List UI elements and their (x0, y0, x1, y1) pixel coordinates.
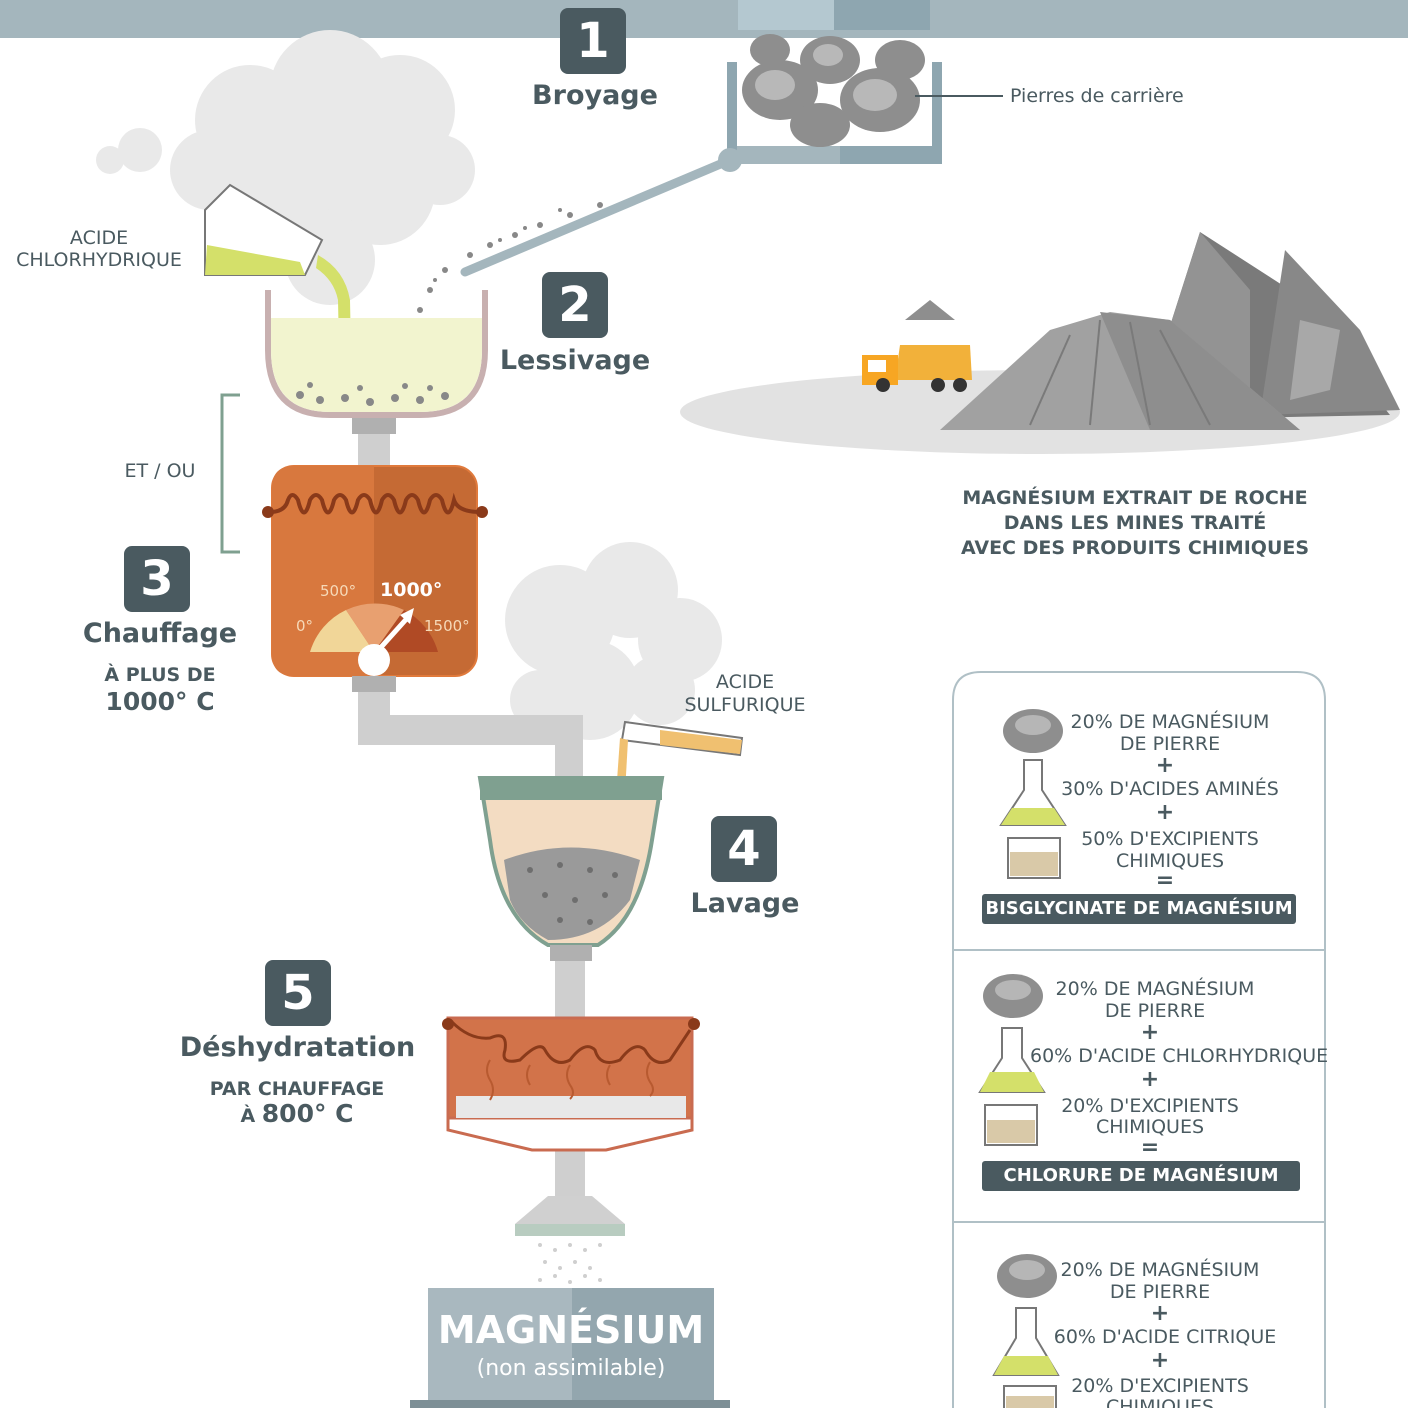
smoke-cloud-top (96, 30, 475, 305)
recipe-2-plus2: + (1140, 1067, 1160, 1092)
gauge-label-500: 500° (320, 582, 357, 600)
mine-caption-line2: DANS LES MINES TRAITÉ (1003, 512, 1267, 534)
dryer-box (442, 1016, 700, 1152)
step-5-sub2: À 800° C (197, 1099, 397, 1128)
step-1-number: 1 (560, 8, 626, 74)
step-4-label: Lavage (690, 888, 800, 919)
mine-caption-line1: MAGNÉSIUM EXTRAIT DE ROCHE (962, 487, 1308, 509)
recipe-icons-2 (978, 974, 1046, 1146)
recipe-3-plus2: + (1150, 1348, 1170, 1373)
pipe-3 (555, 960, 585, 1018)
step-5-sub2-prefix: À (240, 1105, 262, 1127)
recipe-icons-3 (992, 1254, 1060, 1408)
recipe-1-line2: DE PIERRE (1119, 733, 1221, 755)
recipe-1-plus1: + (1155, 753, 1175, 778)
step-5-label: Déshydratation (179, 1032, 416, 1063)
recipe-3-plus1: + (1150, 1301, 1170, 1326)
recipe-2-line2: DE PIERRE (1104, 1000, 1206, 1022)
recipe-2-line1: 20% DE MAGNÉSIUM (1055, 978, 1255, 1000)
output-box (410, 1288, 730, 1408)
et-ou-bracket (220, 393, 240, 554)
sulfuric-label-line1: ACIDE (715, 671, 775, 693)
quarry-hopper (727, 34, 1003, 164)
quarry-label: Pierres de carrière (1010, 85, 1184, 107)
recipe-3-line5: CHIMIQUES (1105, 1396, 1215, 1408)
recipe-1-line1: 20% DE MAGNÉSIUM (1070, 711, 1270, 733)
hcl-label-line2: CHLORHYDRIQUE (16, 249, 182, 271)
hcl-label-line1: ACIDE (69, 227, 129, 249)
pipe-4 (555, 1148, 585, 1196)
pipe-1 (358, 434, 390, 466)
step-2-number: 2 (542, 272, 608, 338)
recipe-1-result: BISGLYCINATE DE MAGNÉSIUM (982, 894, 1296, 924)
gauge-label-0: 0° (296, 617, 314, 635)
recipe-1-plus2: + (1155, 800, 1175, 825)
recipe-1-line3: 30% D'ACIDES AMINÉS (1061, 778, 1279, 800)
recipe-3-line4: 20% D'EXCIPIENTS (1071, 1375, 1249, 1397)
step-4-number: 4 (711, 816, 777, 882)
recipe-2-line4: 20% D'EXCIPIENTS (1061, 1095, 1239, 1117)
step-5-sub2-temp: 800° C (261, 1099, 354, 1128)
wash-funnel (477, 776, 665, 961)
output-title: MAGNÉSIUM (437, 1308, 705, 1352)
output-nozzle (515, 1196, 625, 1284)
recipe-2-result: CHLORURE DE MAGNÉSIUM (982, 1161, 1300, 1191)
recipe-2-equals: = (1140, 1135, 1160, 1160)
top-band (0, 0, 1408, 38)
smoke-cloud-middle (505, 542, 722, 740)
mine-scene (680, 232, 1400, 454)
mine-caption-line3: AVEC DES PRODUITS CHIMIQUES (960, 537, 1310, 559)
heater-box (262, 465, 488, 692)
step-3-number: 3 (124, 546, 190, 612)
step-3-sub2: 1000° C (105, 687, 215, 716)
output-subtitle: (non assimilable) (476, 1356, 666, 1381)
recipe-2-line3: 60% D'ACIDE CHLORHYDRIQUE (1030, 1045, 1329, 1067)
step-5-number: 5 (265, 960, 331, 1026)
pipe-2 (358, 690, 583, 790)
step-2-label: Lessivage (499, 345, 651, 376)
step-3-sub1: À PLUS DE (104, 664, 216, 686)
hcl-flask (204, 183, 352, 400)
recipe-2-plus1: + (1140, 1020, 1160, 1045)
recipe-1-equals: = (1155, 868, 1175, 893)
recipe-2-line5: CHIMIQUES (1095, 1116, 1205, 1138)
step-1-label: Broyage (532, 80, 658, 111)
sulfuric-label-line2: SULFURIQUE (684, 694, 806, 716)
recipe-3-line1: 20% DE MAGNÉSIUM (1060, 1259, 1260, 1281)
recipe-icons-1 (999, 709, 1067, 879)
recipe-1-line4: 50% D'EXCIPIENTS (1081, 828, 1259, 850)
recipe-3-line2: DE PIERRE (1109, 1281, 1211, 1303)
step-5-sub1: PAR CHAUFFAGE (209, 1078, 385, 1100)
leaching-bowl (265, 290, 488, 434)
recipe-1-line5: CHIMIQUES (1115, 850, 1225, 872)
gauge-label-1000: 1000° (380, 579, 443, 601)
et-ou-label: ET / OU (124, 460, 196, 482)
recipe-3-line3: 60% D'ACIDE CITRIQUE (1053, 1326, 1277, 1348)
gauge-label-1500: 1500° (424, 617, 470, 635)
step-3-label: Chauffage (82, 618, 238, 649)
